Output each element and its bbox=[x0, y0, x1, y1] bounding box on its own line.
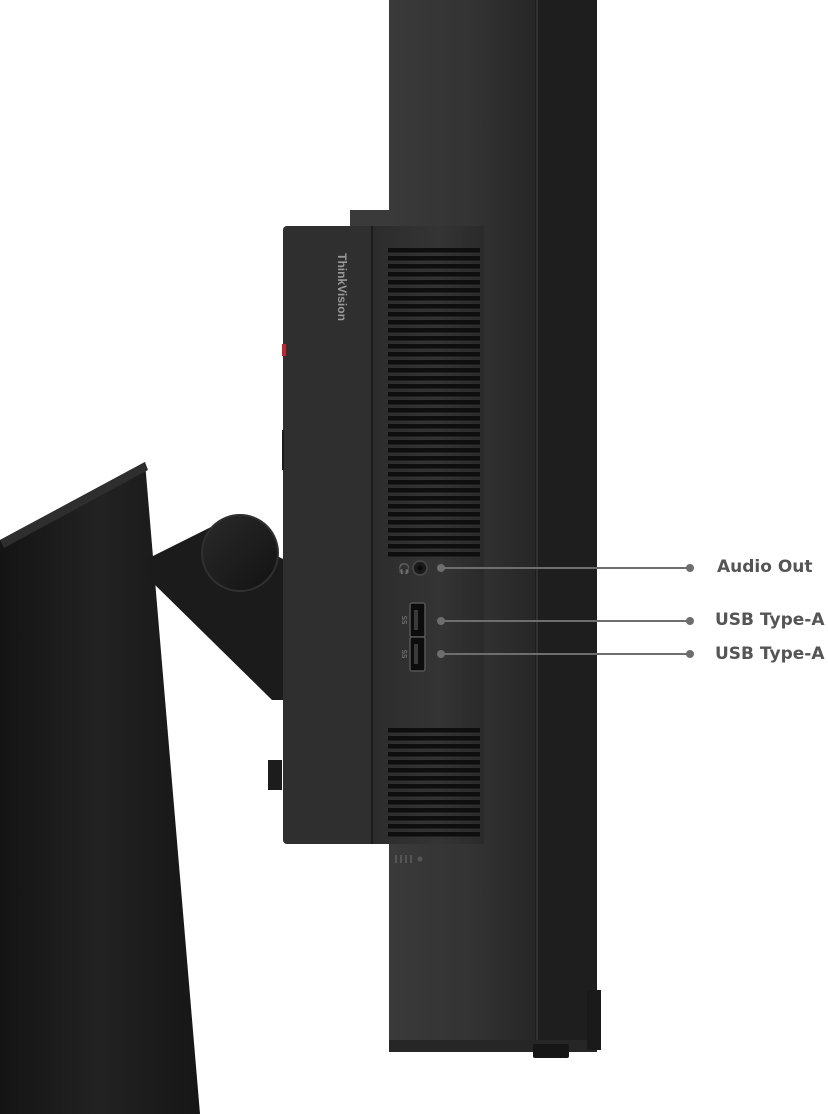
usb-a-port-2: SS bbox=[400, 636, 426, 672]
callout-label-audio-out: Audio Out bbox=[717, 557, 813, 577]
thinkvision-logo: ThinkVision bbox=[321, 253, 361, 321]
callout-label-usb-type-a-2: USB Type-A bbox=[715, 644, 825, 664]
panel-markings bbox=[395, 855, 423, 863]
usb-ss-mark: SS bbox=[400, 650, 408, 659]
usb-a-port-1: SS bbox=[400, 602, 426, 638]
tilt-hinge bbox=[145, 514, 285, 790]
logo-wordmark: ThinkVision bbox=[335, 253, 349, 321]
lower-vent-grille bbox=[388, 727, 480, 839]
monitor-stand bbox=[0, 462, 200, 1114]
display-panel bbox=[350, 0, 601, 1058]
usb-ss-mark: SS bbox=[400, 616, 408, 625]
callout-lines bbox=[437, 564, 694, 658]
headphone-icon: 🎧 bbox=[398, 562, 410, 575]
callout-line-audio-out bbox=[437, 564, 694, 572]
callout-line-usb-1 bbox=[437, 617, 694, 625]
upper-vent-grille bbox=[388, 246, 480, 558]
callout-label-usb-type-a-1: USB Type-A bbox=[715, 610, 825, 630]
callout-line-usb-2 bbox=[437, 650, 694, 658]
audio-out-jack: 🎧 bbox=[398, 560, 428, 576]
